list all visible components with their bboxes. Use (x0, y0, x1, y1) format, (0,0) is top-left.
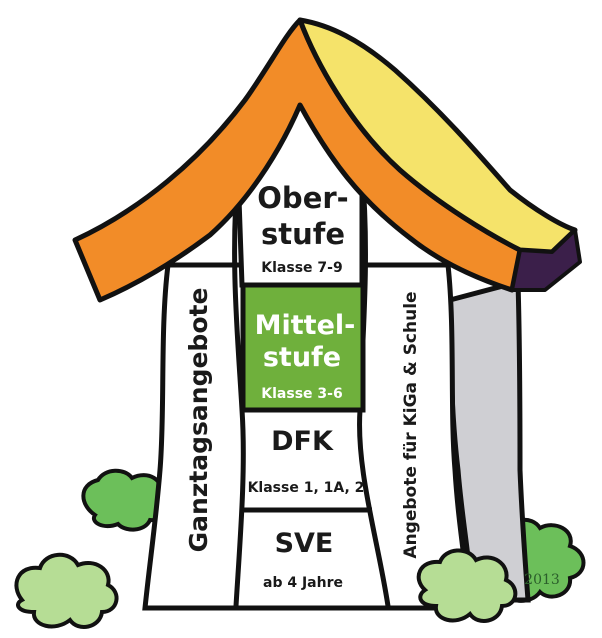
mittelstufe-title-1: Mittel- (255, 310, 356, 341)
middle-section-box (240, 282, 366, 413)
roof-edge (510, 228, 582, 292)
sve-title: SVE (275, 528, 334, 559)
mittelstufe-title-2: stufe (263, 342, 341, 373)
mittelstufe-subtitle: Klasse 3-6 (261, 386, 342, 402)
dfk-subtitle: Klasse 1, 1A, 2 (248, 480, 365, 496)
bush-right-light (416, 548, 518, 623)
oberstufe-title-1: Ober- (257, 181, 348, 215)
right-pillar-label: Angebote für KiGa & Schule (401, 291, 421, 558)
dfk-title: DFK (271, 426, 334, 457)
oberstufe-subtitle: Klasse 7-9 (261, 260, 342, 276)
roof-side (297, 17, 578, 255)
bush-left-light (14, 552, 119, 629)
year-label: 2013 (524, 572, 560, 588)
oberstufe-title-2: stufe (261, 217, 345, 251)
left-pillar-label: Ganztagsangebote (184, 288, 213, 553)
sve-subtitle: ab 4 Jahre (263, 575, 343, 591)
